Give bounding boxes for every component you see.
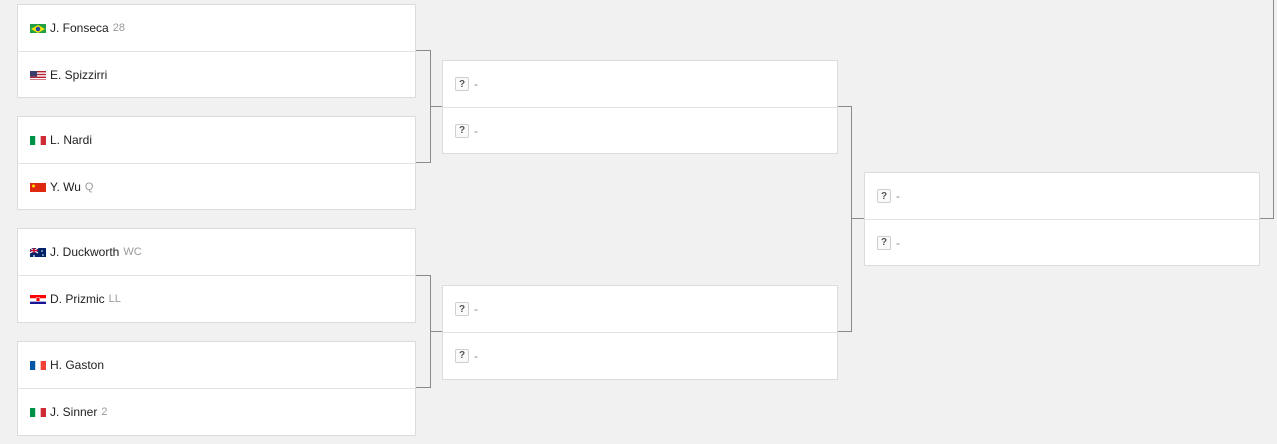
match-r2-1[interactable]: ? - ? - [442,60,838,154]
player-seed: LL [108,292,121,305]
china-flag-icon [30,182,46,192]
player-name: J. Sinner [50,404,98,419]
player-name: Y. Wu [50,179,81,194]
unknown-player-icon: ? [877,235,891,250]
bracket-connector [851,218,864,219]
unknown-player-icon: ? [877,189,891,203]
match-r1-2[interactable]: L. Nardi Y. Wu Q [17,116,416,210]
unknown-player-icon: ? [455,302,469,316]
player-name: E. Spizzirri [50,67,108,82]
player-name: J. Duckworth [50,245,120,259]
bracket-connector [416,275,430,276]
player-seed: 28 [112,22,125,34]
italy-flag-icon [30,135,46,145]
bracket-connector [1273,0,1274,219]
tbd-row[interactable]: ? - [865,219,1259,265]
match-r1-3[interactable]: J. Duckworth WC D. Prizmic LL [17,228,416,323]
tbd-name: - [896,189,900,203]
bracket-connector [1260,218,1274,219]
bracket-connector [416,387,430,388]
player-seed: 2 [101,405,108,418]
player-seed: WC [123,246,142,258]
france-flag-icon [30,360,46,370]
player-name: L. Nardi [50,133,93,147]
match-r1-4[interactable]: H. Gaston J. Sinner 2 [17,341,416,436]
player-row[interactable]: E. Spizzirri [18,51,415,97]
australia-flag-icon [30,247,46,257]
tbd-name: - [474,348,478,363]
player-row[interactable]: H. Gaston [18,342,415,388]
player-row[interactable]: D. Prizmic LL [18,275,415,321]
bracket-connector [838,106,851,107]
tbd-row[interactable]: ? - [443,61,837,107]
player-row[interactable]: Y. Wu Q [18,163,415,209]
unknown-player-icon: ? [455,77,469,91]
match-r2-2[interactable]: ? - ? - [442,285,838,380]
tbd-row[interactable]: ? - [443,332,837,378]
tbd-row[interactable]: ? - [865,173,1259,219]
bracket-connector [851,106,852,332]
tbd-name: - [474,302,478,316]
unknown-player-icon: ? [455,123,469,138]
usa-flag-icon [30,70,46,80]
unknown-player-icon: ? [455,348,469,363]
player-row[interactable]: J. Sinner 2 [18,388,415,434]
player-row[interactable]: L. Nardi [18,117,415,163]
player-seed: Q [84,180,94,193]
match-r3-1[interactable]: ? - ? - [864,172,1260,266]
bracket-connector [838,331,851,332]
croatia-flag-icon [30,294,46,304]
player-name: H. Gaston [50,358,105,372]
tbd-name: - [474,77,478,91]
brazil-flag-icon [30,23,46,33]
match-r1-1[interactable]: J. Fonseca 28 E. Spizzirri [17,4,416,98]
bracket-connector [416,162,430,163]
player-row[interactable]: J. Fonseca 28 [18,5,415,51]
tbd-name: - [896,235,900,250]
bracket-connector [416,50,430,51]
tbd-row[interactable]: ? - [443,107,837,153]
bracket-connector [430,331,442,332]
italy-flag-icon [30,407,46,417]
player-name: D. Prizmic [50,291,105,306]
bracket-connector [430,106,442,107]
tbd-row[interactable]: ? - [443,286,837,332]
tbd-name: - [474,123,478,138]
player-name: J. Fonseca [50,21,109,35]
player-row[interactable]: J. Duckworth WC [18,229,415,275]
